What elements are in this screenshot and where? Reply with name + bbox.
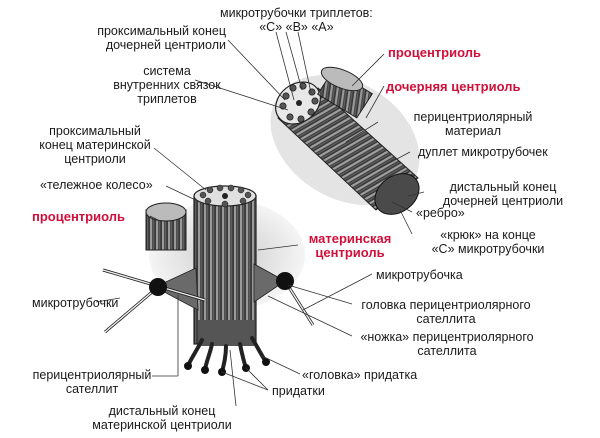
label-microtubules: микротрубочки (32, 296, 119, 310)
label-triplet-microtubules: микротрубочки триплетов: «С» «В» «А» (220, 6, 373, 34)
label-daughter-distal-end: дистальный конец дочерней центриоли (442, 180, 564, 208)
label-pericentriolar-material: перицентриолярный материал (413, 110, 533, 138)
label-mother-proximal-end: проксимальный конец материнской центриол… (39, 124, 151, 166)
label-rib: «ребро» (416, 206, 465, 220)
label-hook: «крюк» на конце «С» микротрубочки (431, 228, 545, 256)
label-cartwheel: «тележное колесо» (40, 178, 153, 192)
satellites (102, 263, 315, 334)
leader-lines (95, 31, 425, 407)
label-procentriole-top: процентриоль (388, 45, 481, 60)
label-satellite-head: головка перицентриолярного сателлита (361, 298, 531, 326)
label-daughter-centriole: дочерняя центриоль (386, 79, 521, 94)
label-mother-centriole: материнская центриоль (308, 231, 392, 260)
label-satellite-leg: «ножка» перицентриолярного сателлита (360, 330, 534, 358)
label-doublet: дуплет микротрубочек (418, 145, 548, 159)
label-appendage-head: «головка» придатка (302, 368, 418, 382)
label-internal-links-system: система внутренних связок триплетов (113, 64, 221, 106)
label-appendages: придатки (272, 384, 325, 398)
label-daughter-proximal-end: проксимальный конец дочерней центриоли (97, 24, 226, 52)
label-microtubule: микротрубочка (376, 268, 463, 282)
label-procentriole-left: процентриоль (32, 209, 125, 224)
mother-centriole (145, 184, 305, 346)
label-mother-distal-end: дистальный конец материнской центриоли (92, 404, 232, 432)
daughter-centriole (270, 66, 420, 215)
label-pericentriolar-satellite: перицентриолярный сателлит (32, 368, 152, 396)
